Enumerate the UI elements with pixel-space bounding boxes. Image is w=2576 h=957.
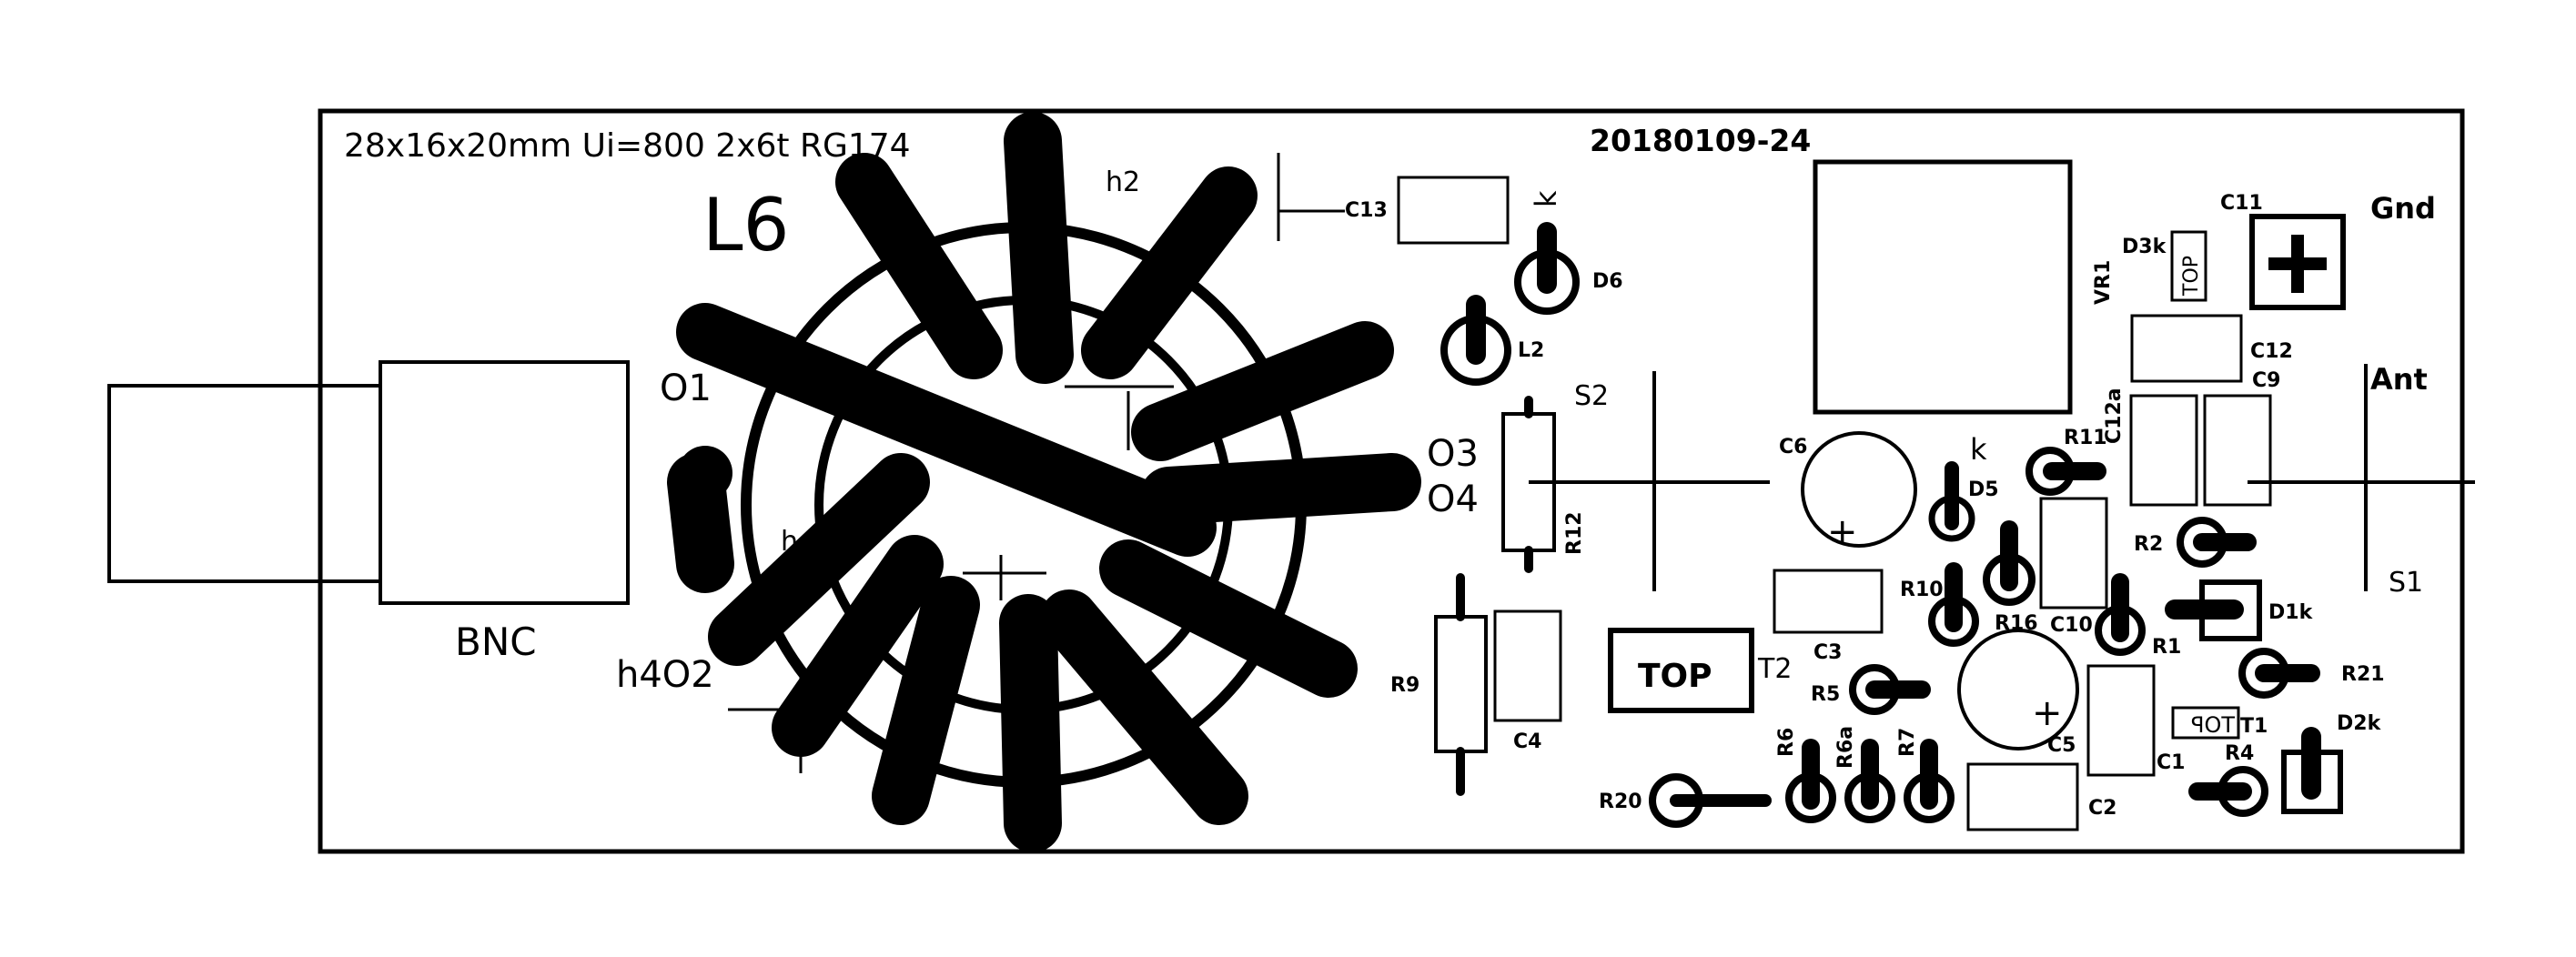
label-h2: h2 xyxy=(1106,166,1140,198)
c4-body xyxy=(1493,609,1562,722)
c12-body xyxy=(2130,314,2243,383)
c1-body xyxy=(2086,664,2156,777)
label-r7: R7 xyxy=(1896,728,1919,757)
t1-top-box xyxy=(2171,706,2240,740)
label-c12: C12 xyxy=(2250,340,2293,363)
label-k1: k xyxy=(1529,190,1563,207)
top-marker-box xyxy=(1608,628,1754,713)
label-d2k: D2k xyxy=(2337,712,2382,735)
label-top-small: TOP xyxy=(2180,256,2203,297)
label-r12: R12 xyxy=(1563,511,1586,555)
toroid-crosshairs xyxy=(728,385,1174,773)
label-d3k: D3k xyxy=(2122,236,2167,258)
c6-capacitor xyxy=(1801,431,1917,548)
label-s1: S1 xyxy=(2389,567,2423,599)
s2-crosshair xyxy=(1529,371,1770,591)
label-ant: Ant xyxy=(2370,362,2428,397)
label-d1k: D1k xyxy=(2268,601,2314,624)
label-c11: C11 xyxy=(2220,192,2263,215)
gnd-cross xyxy=(2268,235,2327,293)
label-c2: C2 xyxy=(2088,797,2116,820)
label-d6: D6 xyxy=(1592,270,1623,293)
label-r6a: R6a xyxy=(1834,726,1857,769)
c12a-body xyxy=(2129,394,2198,507)
label-h4o2: h4O2 xyxy=(616,654,714,696)
label-r10: R10 xyxy=(1900,579,1944,601)
label-c6: C6 xyxy=(1779,436,1807,458)
c9-body xyxy=(2203,394,2272,507)
c2-body xyxy=(1966,762,2079,831)
bnc-connector xyxy=(107,360,630,605)
vr1-trimmer xyxy=(1813,159,2073,415)
label-c3: C3 xyxy=(1813,641,1842,664)
c5-capacitor xyxy=(1957,629,2079,750)
toroid-windings xyxy=(667,112,1421,852)
label-c4: C4 xyxy=(1513,730,1541,753)
label-r6: R6 xyxy=(1775,728,1798,757)
label-l2: L2 xyxy=(1518,339,1544,362)
label-r21: R21 xyxy=(2341,663,2385,686)
s1-crosshair xyxy=(2248,364,2475,591)
label-d5: D5 xyxy=(1968,478,1999,501)
winding-pad xyxy=(678,446,732,500)
d3-top-box xyxy=(2170,230,2207,302)
label-c10: C10 xyxy=(2050,614,2093,637)
label-r11: R11 xyxy=(2064,427,2107,449)
label-o1: O1 xyxy=(660,368,712,409)
label-o4: O4 xyxy=(1427,478,1479,520)
label-r20: R20 xyxy=(1599,791,1642,813)
label-r1: R1 xyxy=(2152,636,2181,659)
label-c13: C13 xyxy=(1345,199,1388,222)
label-top: TOP xyxy=(1638,658,1712,695)
board-spec-text: 28x16x20mm Ui=800 2x6t RG174 xyxy=(344,127,911,165)
board-date-text: 20180109-24 xyxy=(1590,123,1811,158)
label-t2: T2 xyxy=(1757,653,1792,685)
label-r4: R4 xyxy=(2225,742,2254,765)
c10-body xyxy=(2039,497,2108,609)
r9-body xyxy=(1434,615,1488,753)
label-gnd: Gnd xyxy=(2370,191,2436,226)
label-s2: S2 xyxy=(1574,380,1609,412)
label-o3: O3 xyxy=(1427,433,1479,475)
label-c1: C1 xyxy=(2157,751,2185,774)
gnd-pad xyxy=(2249,214,2346,310)
bnc-label: BNC xyxy=(455,620,537,664)
label-h-mid: h xyxy=(781,526,798,558)
c3-body xyxy=(1773,569,1884,634)
label-top-mirror: TOP xyxy=(2191,712,2236,738)
label-k2: k xyxy=(1970,432,1987,467)
label-l6: L6 xyxy=(702,183,789,267)
c13-capacitor xyxy=(1277,153,1510,245)
label-r5: R5 xyxy=(1811,683,1840,706)
label-c9: C9 xyxy=(2252,369,2280,392)
label-c5: C5 xyxy=(2047,734,2076,757)
label-t1: T1 xyxy=(2240,715,2268,738)
c5-plus: + xyxy=(2032,692,2063,734)
label-r9: R9 xyxy=(1390,674,1419,697)
c6-plus: + xyxy=(1827,511,1858,553)
label-r2: R2 xyxy=(2134,533,2163,556)
label-c12a: C12a xyxy=(2103,388,2126,444)
label-vr1: VR1 xyxy=(2092,260,2115,305)
